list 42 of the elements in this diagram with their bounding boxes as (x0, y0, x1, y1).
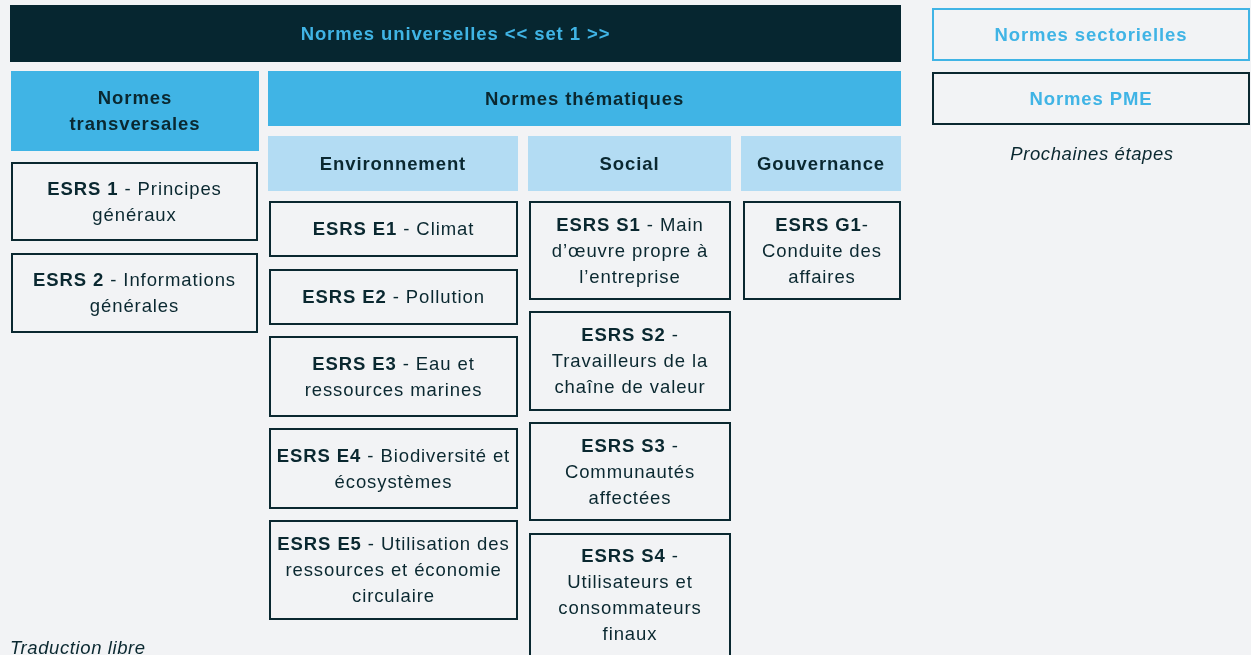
heading-text: Normes sectorielles (994, 22, 1188, 47)
pillar-header (741, 136, 901, 191)
standard-text: ESRS G1- Conduite des affaires (761, 212, 883, 289)
standard-text: ESRS S2 - Travailleurs de la chaîne de valeur (550, 323, 710, 399)
heading-text: Normes universelles << set 1 >> (300, 21, 611, 46)
next-steps-note: Prochaines étapes (1010, 143, 1174, 165)
standard-text: ESRS S3 - Communautés affectées (563, 433, 697, 510)
standard-card (529, 311, 731, 411)
heading-text: Social (599, 151, 660, 176)
future-standard-box (932, 8, 1250, 61)
standard-card (269, 201, 518, 257)
standard-text: ESRS 2 - Informations générales (32, 268, 237, 318)
heading-text: Normes transversales (68, 86, 202, 136)
heading-text: Gouvernance (756, 151, 886, 176)
standard-text: ESRS E2 - Pollution (302, 285, 485, 309)
standard-card (269, 520, 518, 620)
pillar-header (268, 136, 518, 191)
standard-text: ESRS 1 - Principes généraux (46, 176, 223, 227)
standard-card (529, 422, 731, 521)
standard-card (11, 253, 258, 333)
heading-text: Normes thématiques (484, 86, 685, 111)
standard-card (269, 336, 518, 417)
heading-text: Normes PME (1029, 86, 1153, 111)
heading-text: Environnement (319, 151, 467, 176)
category-header (268, 71, 901, 126)
category-header (11, 71, 259, 151)
standard-card (11, 162, 258, 241)
pillar-header (528, 136, 731, 191)
standard-card (269, 428, 518, 509)
standard-text: ESRS S4 - Utilisateurs et consommateurs finaux (557, 544, 703, 646)
standard-card (743, 201, 901, 300)
standard-card (529, 533, 731, 655)
standard-text: ESRS S1 - Main d’œuvre propre à l’entreprise (550, 212, 710, 289)
standard-text: ESRS E3 - Eau et ressources marines (303, 351, 484, 402)
header-band (10, 5, 901, 62)
translation-note: Traduction libre (10, 637, 146, 655)
future-standard-box (932, 72, 1250, 125)
standard-card (529, 201, 731, 300)
standard-text: ESRS E5 - Utilisation des ressources et économie circulaire (276, 532, 511, 608)
standard-card (269, 269, 518, 325)
standard-text: ESRS E1 - Climat (312, 217, 475, 241)
standard-text: ESRS E4 - Biodiversité et écosystèmes (275, 443, 512, 494)
